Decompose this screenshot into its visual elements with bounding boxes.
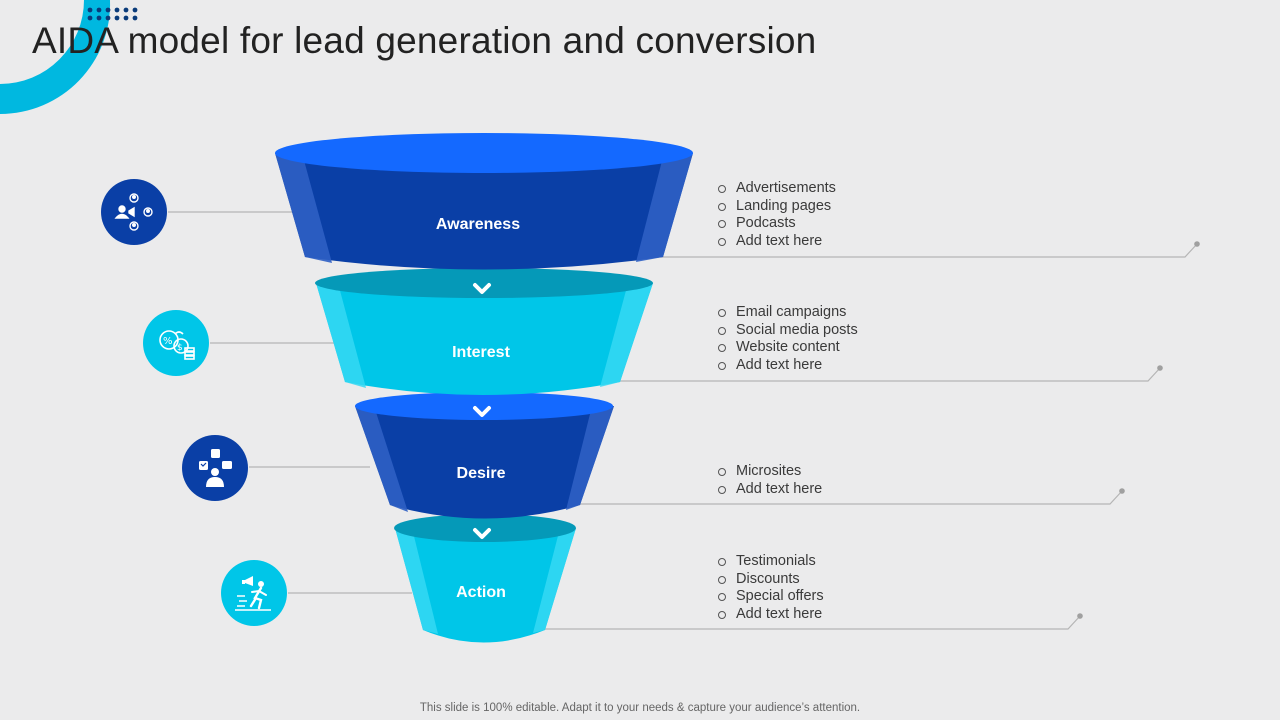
page-title: AIDA model for lead generation and conve… [32, 20, 817, 61]
list-item: Email campaigns [718, 304, 858, 322]
bullet-list-desire: Microsites Add text here [718, 463, 822, 498]
connector-right-desire [575, 490, 1123, 505]
list-item: Special offers [718, 588, 824, 606]
list-item: Discounts [718, 571, 824, 589]
stage-label-desire: Desire [456, 465, 506, 482]
list-item: Podcasts [718, 215, 836, 233]
funnel-segment-interest [315, 268, 653, 395]
list-item: Social media posts [718, 322, 858, 340]
bullet-list-action: Testimonials Discounts Special offers Ad… [718, 553, 824, 623]
funnel-segment-awareness [275, 133, 693, 270]
list-item: Add text here [718, 606, 824, 624]
person-preferences-icon [182, 435, 248, 501]
chevron-down-icon [473, 528, 491, 539]
connector-right-interest [610, 367, 1161, 382]
corner-arc-decoration [0, 0, 111, 115]
running-person-megaphone-icon [221, 560, 287, 626]
list-item: Testimonials [718, 553, 824, 571]
dots-decoration [87, 7, 138, 21]
users-network-icon [101, 179, 167, 245]
connector-right-awareness [640, 243, 1198, 258]
list-item: Website content [718, 339, 858, 357]
list-item: Microsites [718, 463, 822, 481]
funnel-segment-desire [355, 392, 614, 519]
list-item: Landing pages [718, 198, 836, 216]
stage-label-awareness: Awareness [435, 216, 521, 233]
chevron-down-icon [473, 283, 491, 294]
list-item: Add text here [718, 481, 822, 499]
connector-right-action [535, 615, 1081, 630]
bullet-list-interest: Email campaigns Social media posts Websi… [718, 304, 858, 374]
bullet-list-awareness: Advertisements Landing pages Podcasts Ad… [718, 180, 836, 250]
stage-label-interest: Interest [452, 344, 510, 361]
money-bag-percent-icon: % $ [143, 310, 209, 376]
list-item: Advertisements [718, 180, 836, 198]
svg-text:%: % [163, 336, 173, 347]
list-item: Add text here [718, 233, 836, 251]
list-item: Add text here [718, 357, 858, 375]
stage-label-action: Action [456, 584, 506, 601]
footer-note: This slide is 100% editable. Adapt it to… [419, 702, 861, 714]
chevron-down-icon [473, 406, 491, 417]
svg-text:$: $ [177, 343, 183, 353]
funnel-segment-action [394, 514, 576, 643]
